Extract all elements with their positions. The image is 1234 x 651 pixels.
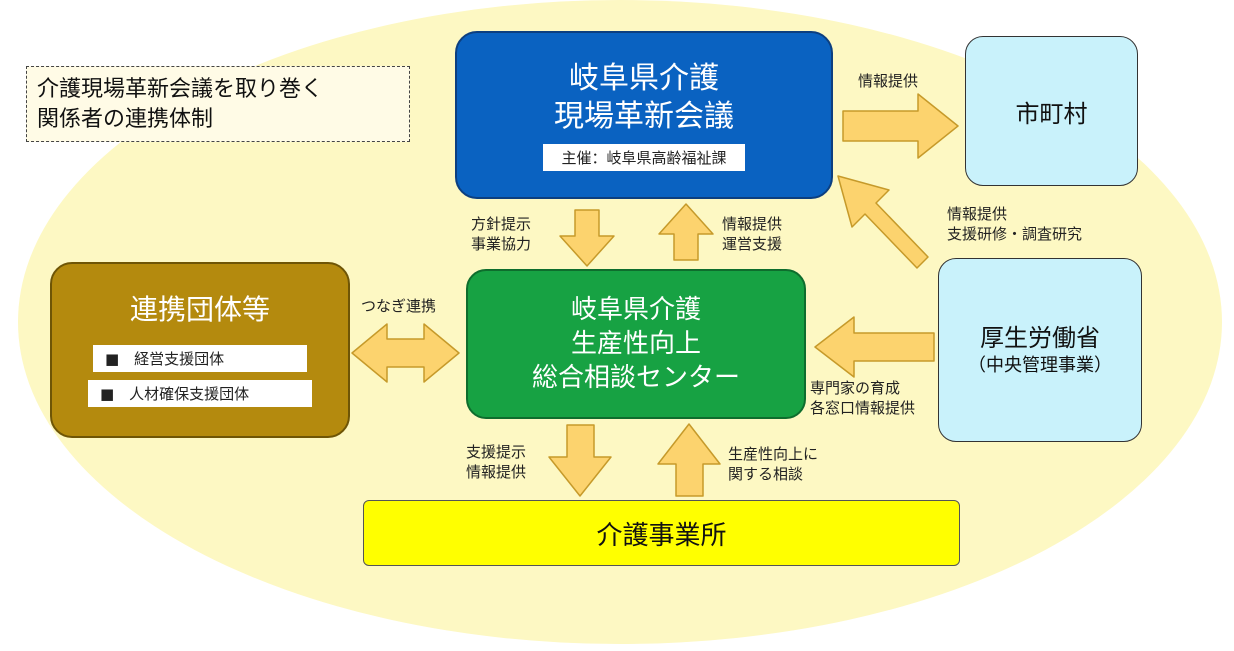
label-ministry-to-center: 専門家の育成 各窓口情報提供	[810, 379, 916, 417]
arrow-center-to-council	[658, 203, 714, 261]
label-council-to-center: 方針提示 事業協力	[471, 215, 532, 253]
arrow-partners-center	[351, 323, 460, 383]
municipal-node: 市町村	[965, 36, 1138, 186]
ministry-sub: （中央管理事業）	[968, 355, 1112, 376]
partner-item-management: ■ 経営支援団体	[93, 345, 307, 372]
council-node: 岐阜県介護 現場革新会議 主催：岐阜県高齢福祉課	[455, 31, 833, 199]
arrow-ministry-to-center	[814, 316, 935, 378]
arrow-center-to-office	[548, 424, 612, 497]
arrow-council-to-center	[559, 209, 615, 267]
arrow-ministry-to-council	[837, 175, 929, 269]
ministry-title: 厚生労働省	[980, 324, 1100, 352]
office-title: 介護事業所	[596, 520, 727, 551]
partners-node: 連携団体等 ■ 経営支援団体 ■ 人材確保支援団体	[50, 262, 350, 438]
office-node: 介護事業所	[363, 500, 960, 566]
label-center-to-council: 情報提供 運営支援	[722, 215, 783, 253]
label-office-to-center: 生産性向上に 関する相談	[728, 445, 819, 483]
council-title: 岐阜県介護 現場革新会議	[554, 60, 734, 134]
label-council-to-municipal: 情報提供	[858, 72, 919, 90]
arrow-council-to-municipal	[842, 93, 959, 159]
council-organizer: 主催：岐阜県高齢福祉課	[543, 143, 745, 171]
arrow-office-to-center	[657, 423, 721, 497]
label-center-to-office: 支援提示 情報提供	[466, 443, 527, 481]
label-ministry-to-council: 情報提供 支援研修・調査研究	[947, 205, 1083, 243]
label-partners-center: つなぎ連携	[361, 297, 437, 315]
municipal-title: 市町村	[1015, 99, 1088, 128]
ministry-node: 厚生労働省 （中央管理事業）	[938, 258, 1142, 442]
partners-title: 連携団体等	[129, 293, 270, 326]
center-title: 岐阜県介護 生産性向上 総合相談センター	[531, 295, 740, 393]
partner-item-staffing: ■ 人材確保支援団体	[88, 380, 312, 407]
center-node: 岐阜県介護 生産性向上 総合相談センター	[466, 269, 806, 419]
diagram-caption: 介護現場革新会議を取り巻く 関係者の連携体制	[26, 66, 410, 142]
